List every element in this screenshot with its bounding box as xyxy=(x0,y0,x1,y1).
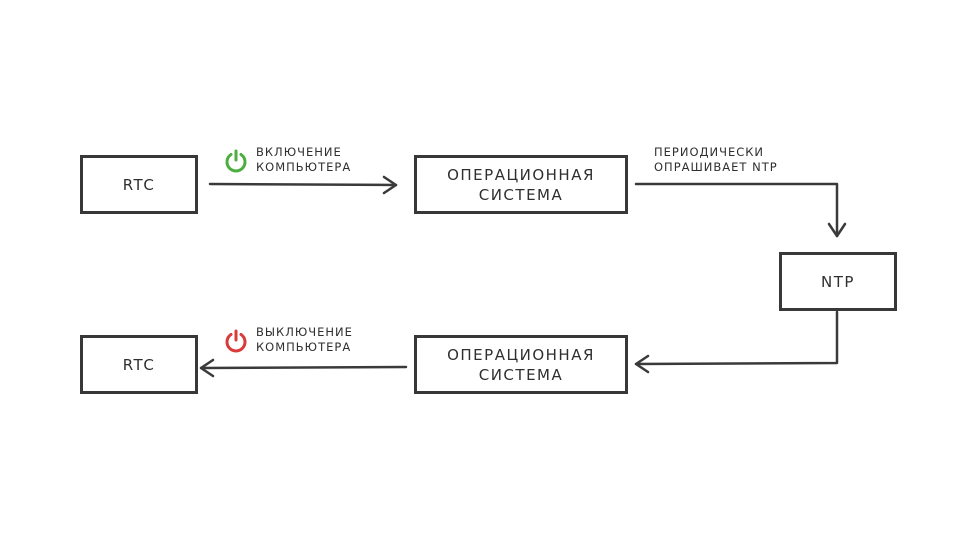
power-on-label: ВКЛЮЧЕНИЕ КОМПЬЮТЕРА xyxy=(256,145,351,175)
rtc-bottom-label: RTC xyxy=(122,355,156,374)
arrowhead-power-on xyxy=(382,175,398,195)
arrow-power-off xyxy=(199,365,408,370)
poll-ntp-label: ПЕРИОДИЧЕСКИ ОПРАШИВАЕТ NTP xyxy=(654,145,778,175)
power-off-label-line1: ВЫКЛЮЧЕНИЕ xyxy=(256,325,353,339)
ntp-label: NTP xyxy=(821,272,855,291)
rtc-bottom-box: RTC xyxy=(80,335,198,394)
os-bottom-label-line1: ОПЕРАЦИОННАЯ xyxy=(447,345,595,364)
arrow-power-on xyxy=(208,182,398,187)
os-top-box: ОПЕРАЦИОННАЯ СИСТЕМА xyxy=(414,155,628,214)
os-bottom-label-line2: СИСТЕМА xyxy=(478,365,564,384)
power-off-label-line2: КОМПЬЮТЕРА xyxy=(256,340,352,354)
ntp-box: NTP xyxy=(779,252,897,311)
power-off-label: ВЫКЛЮЧЕНИЕ КОМПЬЮТЕРА xyxy=(256,325,353,355)
power-on-label-line2: КОМПЬЮТЕРА xyxy=(256,160,352,174)
arrowhead-ntp-to-os xyxy=(634,354,650,374)
power-icon xyxy=(225,329,247,353)
rtc-top-box: RTC xyxy=(80,155,198,214)
rtc-top-label: RTC xyxy=(122,175,156,194)
os-bottom-box: ОПЕРАЦИОННАЯ СИСТЕМА xyxy=(414,335,628,394)
power-on-label-line1: ВКЛЮЧЕНИЕ xyxy=(256,145,342,159)
arrow-poll-ntp xyxy=(634,182,839,238)
poll-ntp-label-line1: ПЕРИОДИЧЕСКИ xyxy=(654,145,765,159)
os-top-label-line1: ОПЕРАЦИОННАЯ xyxy=(447,165,595,184)
arrowhead-poll-ntp xyxy=(827,222,847,238)
power-icon xyxy=(225,149,247,173)
poll-ntp-label-line2: ОПРАШИВАЕТ NTP xyxy=(654,160,778,174)
arrow-ntp-to-os xyxy=(634,310,839,366)
arrowhead-power-off xyxy=(199,358,215,378)
os-top-label-line2: СИСТЕМА xyxy=(478,185,564,204)
